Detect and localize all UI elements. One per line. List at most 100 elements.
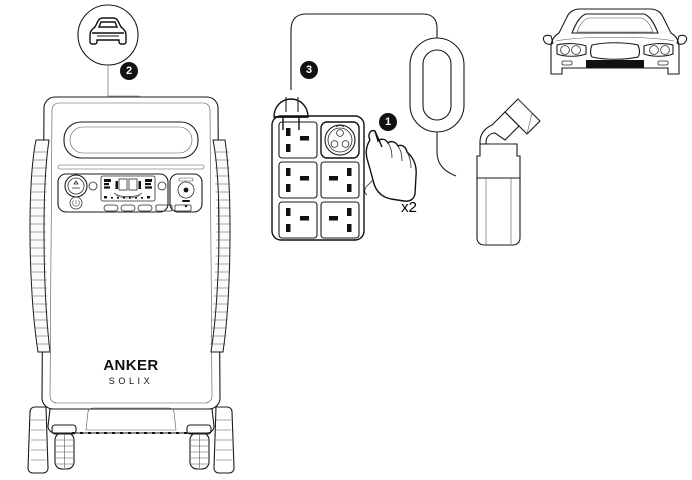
usb-port-2[interactable] [174,204,192,212]
car-hood-crease [555,36,675,42]
power-button-glyph [72,200,80,207]
socket-round-inner-ring [327,127,353,153]
power-button[interactable] [69,196,83,210]
panel-side-button-left[interactable] [88,181,98,191]
socket-uk-3-neutral [347,184,352,192]
socket-round-keyway [335,125,345,128]
usb-port-1[interactable] [155,204,173,212]
socket-uk-5-neutral [347,224,352,232]
output-port-row [103,204,192,212]
control-panel [57,173,203,213]
connector-head-facet [517,98,533,135]
panel-side-button-right[interactable] [157,181,167,191]
lcd-input-indicators [104,179,111,189]
socket-round-pin-top [336,129,344,137]
right-wheel-bracket [186,424,212,435]
callout-3-number: 3 [306,64,312,76]
socket-uk-1-face [278,121,318,159]
right-wheel-tire [189,432,210,470]
power-station-body-inner [49,102,213,404]
hand-palm [365,130,417,202]
car-headlight-right-lamp-1 [649,45,659,55]
lcd-display [100,175,156,202]
dc-output-port-3[interactable] [137,204,153,212]
socket-uk-5-earth [329,216,338,221]
cable-run-upper [290,13,438,90]
hand-finger-line-2 [397,145,403,162]
power-strip [271,97,365,241]
base-center-pad [85,407,177,431]
socket-uk-4-earth [300,216,309,221]
vent-slot-bar [57,164,205,170]
mains-plug [273,98,309,130]
handle-recess-outer [63,121,199,159]
pointing-hand-icon: x2 1 [364,113,417,216]
socket-uk-5[interactable] [320,201,360,239]
socket-uk-1-live [286,128,291,136]
control-box-shell [409,37,465,133]
socket-round-pin-left [330,140,339,148]
socket-uk-2-live [286,168,291,176]
socket-uk-1-earth [300,136,309,141]
callout-2-number: 2 [126,65,132,77]
right-vent-grille [209,139,231,353]
hand-finger-line-3 [406,151,412,169]
socket-uk-1[interactable] [278,121,318,159]
right-vent-housing [210,139,231,353]
socket-round-face [320,121,360,159]
base-plate [47,408,215,434]
dc-output-port-1[interactable] [103,204,119,212]
in-cable-control-box [409,37,465,133]
anderson-port-ring [177,181,195,199]
lcd-bottom-scale [104,196,150,199]
socket-uk-1-neutral [286,144,291,152]
hand-index-finger [368,129,383,148]
socket-uk-3-live [347,168,352,176]
socket-uk-3[interactable] [320,161,360,199]
cable-run-lower [436,132,457,177]
carry-handle [63,121,199,159]
car-fog-light-right [657,60,669,66]
connector-head [504,98,541,135]
left-wheel-bracket [51,424,77,435]
control-panel-left-housing [57,173,169,213]
brand-name-primary: ANKER [103,357,158,374]
socket-uk-2[interactable] [278,161,318,199]
car-mirror-left [542,34,554,45]
right-module-mark [182,200,190,202]
left-vent-grille [29,139,51,353]
car-fog-light-left [561,60,573,66]
lcd-battery-arc [113,192,143,198]
brand-name-secondary: SOLIX [109,376,154,386]
handle-recess-inner [69,126,193,154]
rotary-dial[interactable] [64,174,88,198]
connector-body [476,143,521,179]
socket-round-outer-ring [324,124,356,156]
control-box-window [422,49,452,121]
car-license-plate [586,60,644,68]
lcd-bezel [100,175,156,202]
base-vent-dots [72,432,187,434]
car-headlight-right [643,43,674,57]
ev-charging-cable: 3 [273,13,541,246]
socket-round-pin-right [341,140,350,148]
socket-uk-4-neutral [286,224,291,232]
plug-body [273,98,309,118]
socket-round-3pin[interactable] [320,121,360,159]
repeat-count-label: x2 [401,199,417,216]
socket-uk-4-face [278,201,318,239]
connector-grip [476,177,521,246]
left-foot-ribs [31,419,46,461]
dc-output-port-2[interactable] [120,204,136,212]
connector-grip-lines [485,178,512,244]
socket-uk-4[interactable] [278,201,318,239]
top-vent-slot [57,164,205,170]
callout-2-badge [120,62,138,80]
brand-logo: ANKER SOLIX [103,357,158,386]
control-panel-right-housing [169,173,203,213]
car-mode-icon-badge: 2 [77,4,140,181]
callout-1-badge [379,113,397,131]
left-wheel-tire [54,432,75,470]
